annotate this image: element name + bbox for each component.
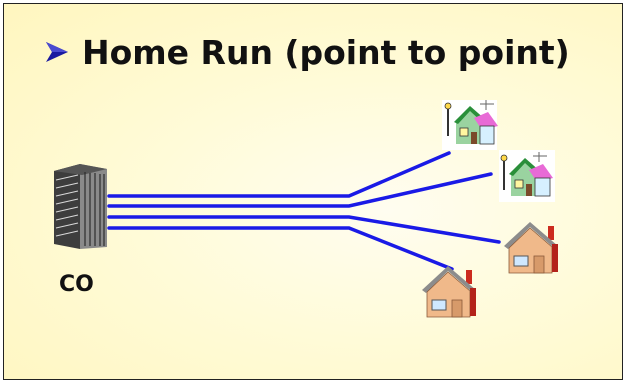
slide: Home Run (point to point) [3,3,623,380]
colorful-house-icon [499,150,555,202]
central-office-label: CO [59,272,94,297]
slide-title: Home Run (point to point) [82,32,570,72]
arrowhead-bullet-icon [46,42,68,62]
fiber-line-4 [107,226,454,271]
fiber-line-1 [107,151,451,198]
brick-house-icon [504,222,558,274]
office-building-icon [54,164,107,249]
fiber-line-3 [107,215,501,244]
colorful-house-icon [442,100,498,150]
home-run-diagram [54,100,558,318]
fiber-lines [107,151,501,271]
fiber-line-2 [107,172,493,208]
title-row: Home Run (point to point) [42,22,570,82]
brick-house-icon [422,266,476,318]
